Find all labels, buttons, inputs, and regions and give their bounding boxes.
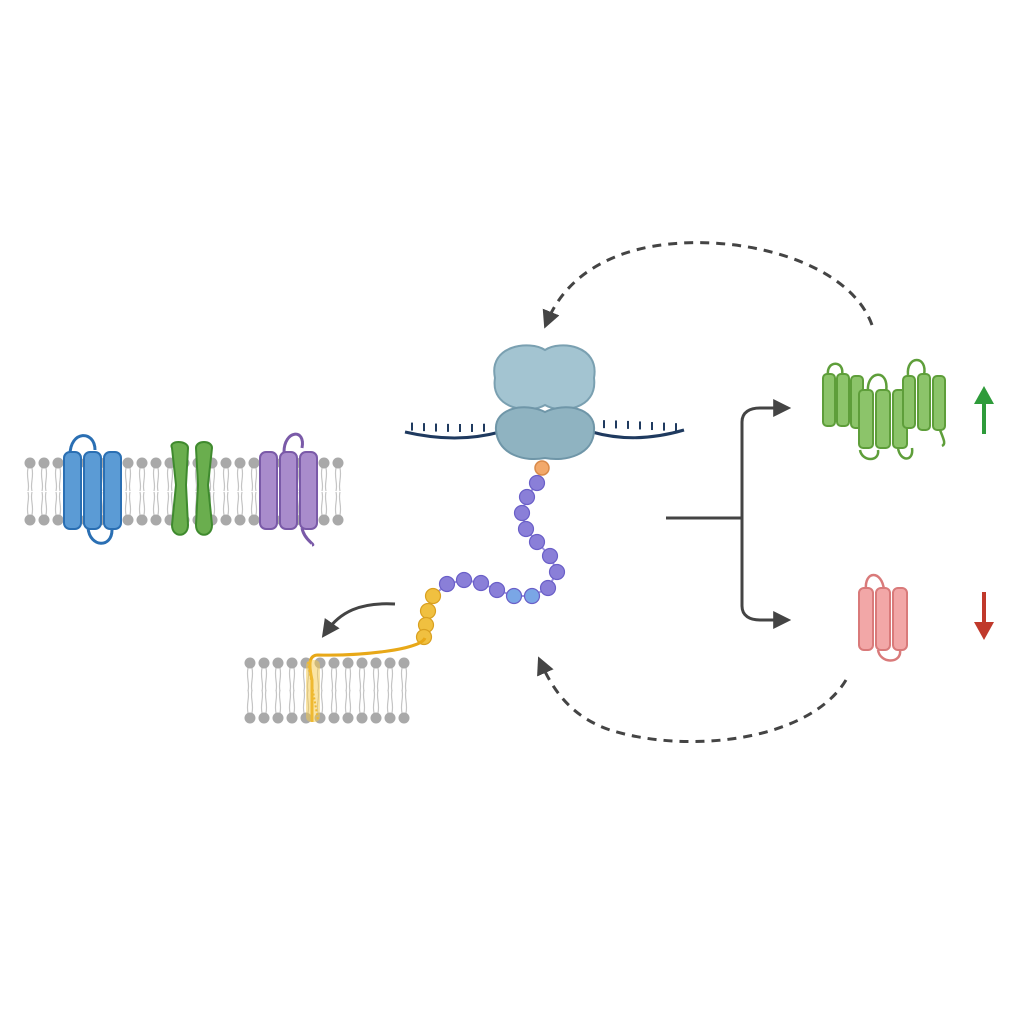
nascent-polypeptide-icon (415, 474, 566, 646)
amino-acid-bead (488, 581, 506, 599)
lipid-icon (24, 457, 36, 526)
lipid-icon (52, 457, 64, 526)
amino-acid-bead (541, 547, 559, 565)
lipid-icon (38, 457, 50, 526)
lipid-icon (370, 657, 382, 724)
amino-acid-bead (472, 574, 490, 592)
ribosome-icon (493, 344, 596, 476)
lipid-icon (122, 457, 134, 526)
lipid-icon (234, 457, 246, 526)
lipid-icon (384, 657, 396, 724)
lipid-icon (332, 457, 344, 526)
amino-acid-bead (528, 474, 546, 492)
lipid-icon (342, 657, 354, 724)
targeting-arrow-icon (321, 602, 396, 638)
polytopic-membrane-protein-blue-icon (63, 434, 122, 545)
feedback-arrow-bottom-icon (537, 656, 848, 744)
membrane-bilayer-bottom (244, 657, 410, 724)
lipid-icon (286, 657, 298, 724)
down-arrow-icon (974, 592, 994, 640)
polytopic-membrane-protein-purple-icon (259, 432, 318, 547)
amino-acid-bead (438, 575, 456, 593)
amino-acid-bead (419, 602, 437, 620)
lipid-icon (248, 457, 260, 526)
lipid-icon (328, 657, 340, 724)
up-arrow-icon (974, 386, 994, 434)
amino-acid-bead (539, 579, 557, 597)
membrane-channel-green-icon (170, 441, 214, 536)
lipid-icon (150, 457, 162, 526)
amino-acid-bead (528, 533, 546, 551)
lipid-icon (244, 657, 256, 724)
amino-acid-bead (517, 520, 535, 538)
amino-acid-bead (415, 628, 433, 646)
mrna-strand-icon (404, 420, 685, 440)
lipid-icon (220, 457, 232, 526)
amino-acid-bead (424, 587, 442, 605)
amino-acid-bead (518, 488, 536, 506)
lipid-icon (136, 457, 148, 526)
amino-acid-bead (513, 504, 531, 522)
tail-anchored-protein-icon (306, 637, 427, 722)
green-helical-bundle-icon (822, 358, 946, 461)
lipid-icon (318, 457, 330, 526)
lipid-icon (258, 657, 270, 724)
feedback-arrow-top-icon (542, 241, 874, 329)
amino-acid-bead (505, 587, 523, 605)
regulation-branch-connector (666, 399, 792, 629)
pink-helical-protein-icon (858, 573, 908, 662)
lipid-icon (398, 657, 410, 724)
lipid-icon (272, 657, 284, 724)
amino-acid-bead (548, 563, 566, 581)
lipid-icon (356, 657, 368, 724)
amino-acid-bead (455, 571, 473, 589)
amino-acid-bead (523, 587, 541, 605)
